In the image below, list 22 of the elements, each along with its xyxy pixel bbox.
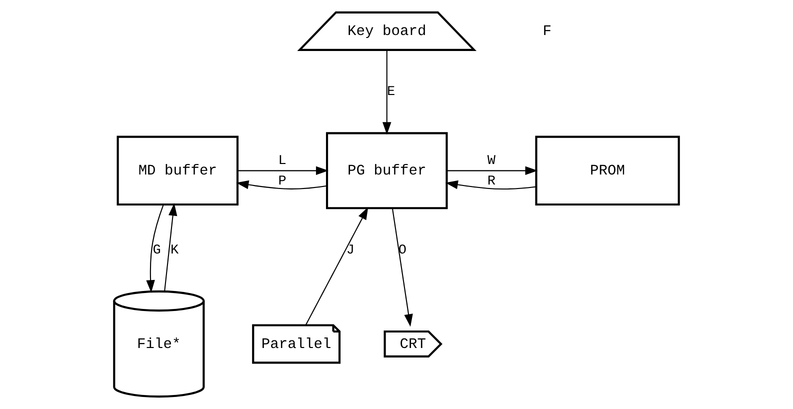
arrow — [238, 166, 328, 176]
arrow — [305, 207, 368, 326]
edge-label: P — [278, 174, 286, 190]
arrow — [445, 180, 536, 190]
arrow — [382, 50, 392, 135]
edge-label: J — [346, 243, 355, 258]
edge-label: W — [487, 154, 496, 169]
arrow — [392, 208, 413, 327]
edge-label: E — [386, 85, 396, 100]
arrow — [146, 204, 164, 293]
label: F — [542, 24, 552, 40]
arrow — [446, 166, 538, 176]
edge-label: L — [278, 154, 286, 169]
arrow — [236, 180, 328, 190]
arrow — [164, 203, 178, 292]
node-box: MD buffer — [116, 136, 239, 206]
node-box: PG buffer — [326, 132, 448, 210]
edge-label: G — [152, 243, 161, 258]
edge-label: K — [170, 243, 179, 258]
edge-label: R — [487, 174, 496, 190]
edge-label: O — [398, 243, 407, 258]
node-box: PROM — [535, 136, 680, 206]
